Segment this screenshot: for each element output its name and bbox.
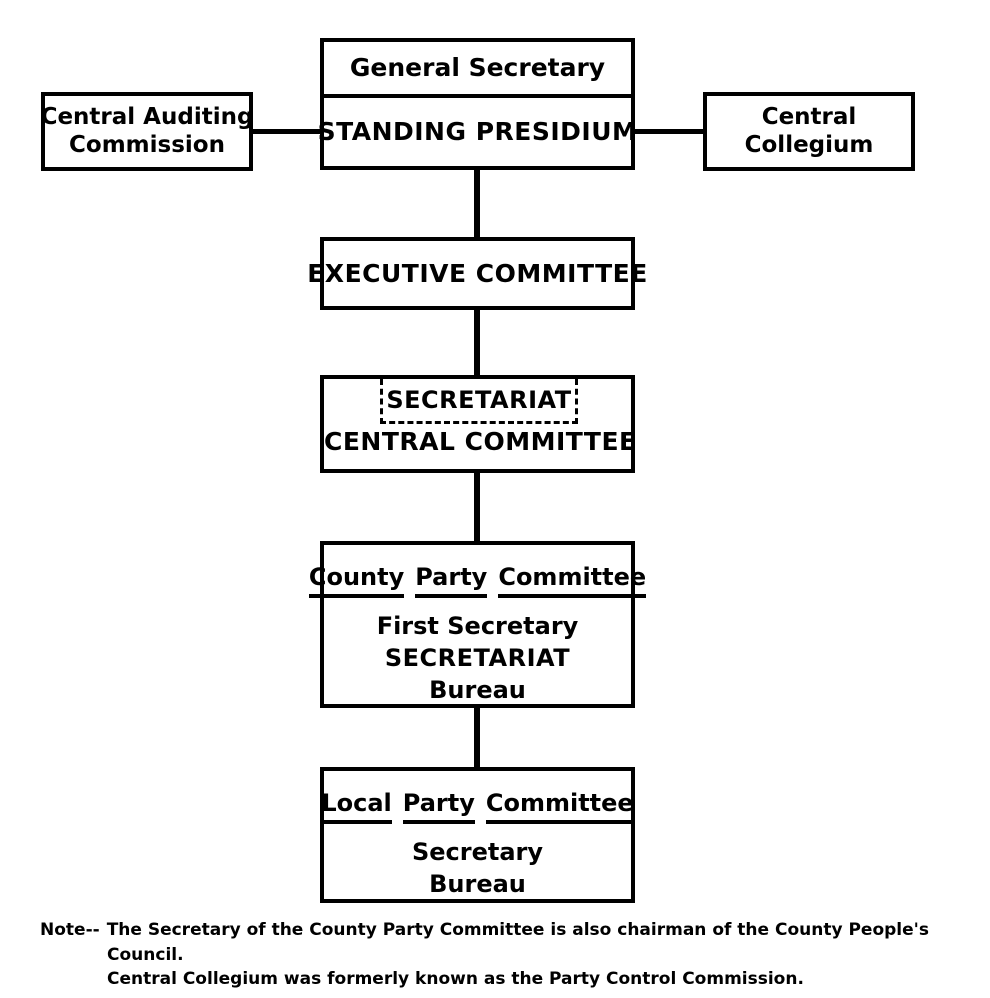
connector-central-committee-to-county xyxy=(474,473,480,541)
central-collegium-line-2: Collegium xyxy=(744,131,874,158)
node-local-party-committee[interactable]: Local Party Committee Secretary Bureau xyxy=(320,767,635,903)
standing-presidium-label: STANDING PRESIDIUM xyxy=(317,117,638,147)
section-general-secretary: General Secretary xyxy=(324,42,631,94)
county-heading-word-2: Party xyxy=(415,563,488,598)
central-auditing-line-1: Central Auditing xyxy=(40,104,254,131)
footnote-line-3: Central Collegium was formerly known as … xyxy=(107,969,804,990)
node-central-auditing-commission[interactable]: Central Auditing Commission xyxy=(41,92,253,171)
connector-county-to-local xyxy=(474,708,480,767)
secretariat-label: SECRETARIAT xyxy=(386,385,572,414)
county-bureau-label: Bureau xyxy=(429,676,526,704)
connector-presidium-to-collegium xyxy=(635,129,703,134)
footnote-line-1: The Secretary of the County Party Commit… xyxy=(106,920,929,940)
section-standing-presidium: STANDING PRESIDIUM xyxy=(318,94,637,166)
county-heading-word-1: County xyxy=(308,563,405,598)
local-secretary-label: Secretary xyxy=(411,838,544,866)
footnote-row-1: Note-- The Secretary of the County Party… xyxy=(40,918,950,943)
node-county-party-committee[interactable]: County Party Committee First Secretary S… xyxy=(308,541,647,708)
local-heading-word-2: Party xyxy=(402,789,475,824)
central-auditing-line-2: Commission xyxy=(69,131,225,158)
local-bureau-label: Bureau xyxy=(429,870,526,898)
general-secretary-label: General Secretary xyxy=(349,53,606,83)
node-secretariat-dashed[interactable]: SECRETARIAT xyxy=(380,379,578,424)
local-heading-word-1: Local xyxy=(321,789,392,824)
local-party-committee-heading: Local Party Committee xyxy=(321,789,634,824)
central-collegium-line-1: Central xyxy=(761,104,857,131)
connector-executive-to-central-committee xyxy=(474,310,480,375)
county-first-secretary-label: First Secretary xyxy=(376,612,579,640)
executive-committee-label: EXECUTIVE COMMITTEE xyxy=(307,258,648,288)
footnote-lead: Note-- xyxy=(40,920,100,940)
county-party-committee-heading: County Party Committee xyxy=(308,563,647,598)
county-secretariat-label: SECRETARIAT xyxy=(384,644,571,672)
node-central-committee[interactable]: SECRETARIAT CENTRAL COMMITTEE xyxy=(320,375,637,473)
central-committee-label: CENTRAL COMMITTEE xyxy=(324,427,637,456)
footnote: Note-- The Secretary of the County Party… xyxy=(40,918,950,992)
node-executive-committee[interactable]: EXECUTIVE COMMITTEE xyxy=(307,237,647,310)
node-standing-presidium[interactable]: General Secretary STANDING PRESIDIUM xyxy=(318,38,637,170)
node-central-collegium[interactable]: Central Collegium xyxy=(703,92,915,171)
county-heading-word-3: Committee xyxy=(498,563,647,598)
connector-auditing-to-presidium xyxy=(253,129,320,134)
connector-presidium-to-executive xyxy=(474,170,480,237)
local-heading-word-3: Committee xyxy=(485,789,634,824)
footnote-line-2: Council. xyxy=(107,944,184,965)
